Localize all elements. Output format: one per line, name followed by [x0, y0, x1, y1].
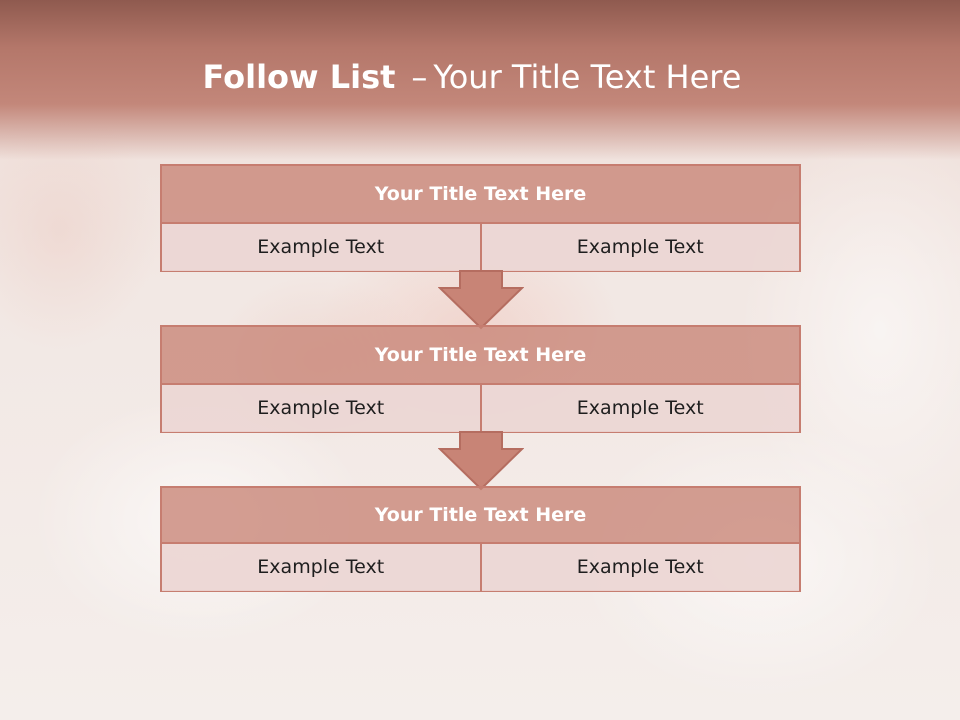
block-cell-left: Example Text [162, 544, 480, 591]
title-bar [0, 0, 960, 160]
list-block-3: Your Title Text Here Example Text Exampl… [160, 486, 801, 592]
list-block-2: Your Title Text Here Example Text Exampl… [160, 325, 801, 433]
title-bold: Follow List [202, 58, 396, 96]
block-cell-left: Example Text [162, 385, 480, 432]
block-title: Your Title Text Here [162, 488, 799, 544]
title-dash: – [411, 58, 428, 96]
block-title: Your Title Text Here [162, 166, 799, 224]
block-row: Example Text Example Text [162, 544, 799, 591]
block-row: Example Text Example Text [162, 385, 799, 432]
list-block-1: Your Title Text Here Example Text Exampl… [160, 164, 801, 272]
block-cell-right: Example Text [479, 544, 799, 591]
title-rest: Your Title Text Here [433, 58, 742, 96]
down-arrow-icon [438, 431, 524, 491]
block-cell-right: Example Text [479, 224, 799, 271]
block-title: Your Title Text Here [162, 327, 799, 385]
block-cell-right: Example Text [479, 385, 799, 432]
block-cell-left: Example Text [162, 224, 480, 271]
block-row: Example Text Example Text [162, 224, 799, 271]
slide-title: Follow List–Your Title Text Here [0, 55, 944, 99]
down-arrow-icon [438, 270, 524, 330]
